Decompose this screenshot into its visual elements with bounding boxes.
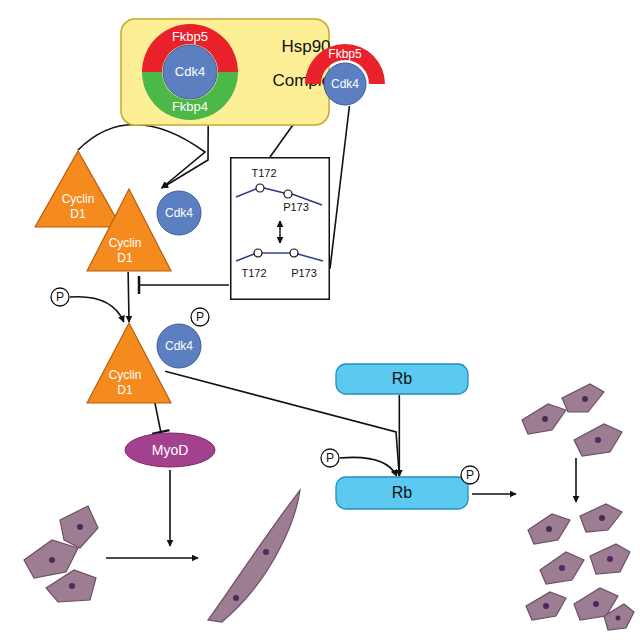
cdk4-circle-outline (324, 63, 366, 105)
cell (580, 504, 622, 532)
cdk4-circle-label: Cdk4 (165, 339, 193, 353)
arrow-connector (399, 395, 401, 476)
arrow-connector (340, 457, 397, 476)
phosphate-circle-outline (191, 308, 209, 326)
myoblast-cell (60, 506, 98, 548)
rb-box-outline (336, 477, 468, 509)
cell (526, 592, 566, 620)
cdk4-circle-label: Cdk4 (331, 77, 359, 91)
cell (522, 404, 566, 434)
cdk4-circle: Cdk4 (156, 323, 202, 369)
phosphate-circle-label: P (196, 310, 204, 324)
cdk4-circle-label: Cdk4 (175, 64, 205, 80)
cdk4-circle-outline (157, 191, 201, 235)
phosphate-circle: P (190, 307, 210, 327)
fkbp4-ring: Fkbp4 (142, 72, 238, 120)
phospho-inset-outline (231, 158, 330, 300)
rb-box: Rb (335, 476, 469, 510)
cell (604, 604, 634, 630)
cells (24, 384, 634, 630)
differentiation-arrow (106, 557, 198, 559)
cdk4-circle-label: Cdk4 (165, 206, 193, 220)
cdk4-circle: Cdk4 (156, 190, 202, 236)
cyclin-d1-triangle: Cyclin D1 (86, 322, 172, 404)
phospho-inset-label: P173 (278, 201, 314, 214)
cyclin-d1-triangle-label: Cyclin D1 (100, 368, 150, 397)
cyclin-d1-triangle-outline (87, 189, 171, 271)
phosphate-circle: P (460, 465, 480, 485)
cdk4-circle-outline (157, 324, 201, 368)
cyclin-d1-triangle: Cyclin D1 (86, 188, 172, 272)
cdk4-circle: Cdk4 (323, 62, 367, 106)
myod-arrow (169, 470, 171, 546)
myoblast-cell (46, 570, 96, 602)
phosphate-circle-outline (321, 449, 339, 467)
phosphate-circle-label: P (326, 451, 334, 465)
rb-box: Rb (335, 363, 469, 395)
myod-ellipse-outline (125, 433, 215, 467)
cell (562, 384, 604, 412)
inhibition-bar (138, 276, 141, 294)
phospho-inset-label: T172 (246, 167, 282, 180)
arrow-connector (70, 297, 124, 322)
cyclin-d1-triangle: Cyclin D1 (34, 150, 122, 228)
cdk4-circle: Cdk4 (162, 44, 218, 100)
rb-box-outline (336, 364, 468, 394)
cyclin-d1-triangle-outline (35, 151, 121, 227)
myotube-cell (208, 490, 300, 622)
phosphate-circle: P (50, 287, 70, 307)
inhibition-connector (155, 402, 161, 432)
arrow-connector (162, 126, 209, 188)
myod-ellipse-label: MyoD (152, 442, 189, 459)
fkbp4-ring-label: Fkbp4 (172, 99, 208, 115)
phosphate-circle-label: P (466, 468, 474, 482)
arrow-connector (330, 106, 349, 269)
arrow-connector (127, 272, 129, 322)
phosphate-circle-label: P (56, 290, 64, 304)
cdk4-circle-outline (163, 45, 217, 99)
cyclin-d1-triangle-label: Cyclin D1 (53, 192, 103, 221)
nuclei (49, 396, 621, 621)
rb-box-label: Rb (392, 369, 412, 388)
phosphate-circle: P (320, 448, 340, 468)
rb-output-arrow (472, 493, 516, 495)
fkbp5-ring-label: Fkbp5 (172, 29, 208, 45)
hsp90-complex-box: Hsp90 ComplexFkbp5Cdk4Fkbp4 (120, 18, 330, 126)
cyclin-d1-triangle-label: Cyclin D1 (100, 236, 150, 265)
fkbp4-ring-outline (142, 72, 238, 120)
cyclin-d1-triangle-outline (87, 323, 171, 403)
phospho-inset: T172P173T172P173 (230, 157, 330, 300)
phosphate-circle-outline (51, 288, 69, 306)
phospho-inset-label: P173 (286, 267, 322, 280)
cell (540, 552, 584, 584)
cell (574, 424, 622, 456)
phospho-inset-label: T172 (236, 267, 272, 280)
proliferation-arrow (575, 458, 577, 502)
phosphate-circle-outline (461, 466, 479, 484)
inhibition-line (140, 284, 229, 286)
fkbp5-ring-label: Fkbp5 (328, 47, 361, 61)
rb-box-label: Rb (392, 483, 412, 502)
cell (590, 544, 630, 574)
arrow-connector (78, 124, 205, 188)
cell (528, 514, 570, 544)
myod-ellipse: MyoD (124, 432, 216, 468)
